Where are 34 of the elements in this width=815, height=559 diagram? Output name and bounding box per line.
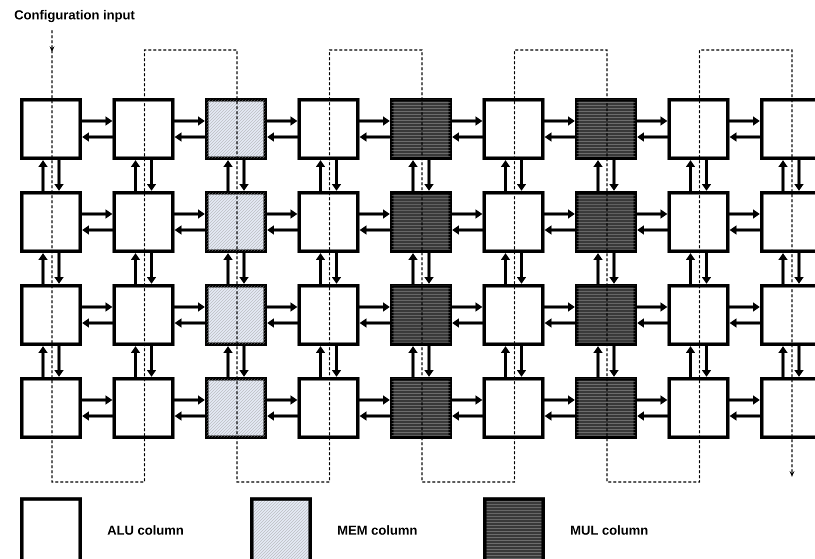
processing-element-box [482, 98, 544, 160]
processing-element-box [112, 191, 174, 253]
processing-element-box [20, 98, 82, 160]
processing-element-box [20, 377, 82, 439]
processing-element-box [668, 191, 730, 253]
legend-label: ALU column [108, 525, 183, 535]
processing-element-box [112, 284, 174, 346]
processing-element-box [760, 284, 815, 346]
processing-element-box [482, 284, 544, 346]
processing-element-box [482, 191, 544, 253]
processing-element-box [760, 191, 815, 253]
processing-element-box [20, 191, 82, 253]
processing-element-box [390, 191, 452, 253]
processing-element-box [205, 284, 267, 346]
input-label: Configuration input [14, 10, 135, 22]
processing-element-box [112, 98, 174, 160]
processing-element-box [760, 377, 815, 439]
processing-element-box [205, 98, 267, 160]
processing-element-box [298, 191, 360, 253]
processing-element-box [205, 377, 267, 439]
processing-element-box [575, 191, 637, 253]
processing-element-box [668, 284, 730, 346]
processing-element-box [112, 377, 174, 439]
legend-label: MEM column [338, 525, 417, 535]
processing-element-box [298, 98, 360, 160]
processing-element-box [668, 377, 730, 439]
processing-element-box [20, 284, 82, 346]
legend-label: MUL column [571, 525, 648, 535]
processing-element-box [482, 377, 544, 439]
processing-element-box [760, 98, 815, 160]
processing-element-box [668, 98, 730, 160]
processing-element-box [298, 377, 360, 439]
processing-element-box [298, 284, 360, 346]
processing-element-box [205, 191, 267, 253]
